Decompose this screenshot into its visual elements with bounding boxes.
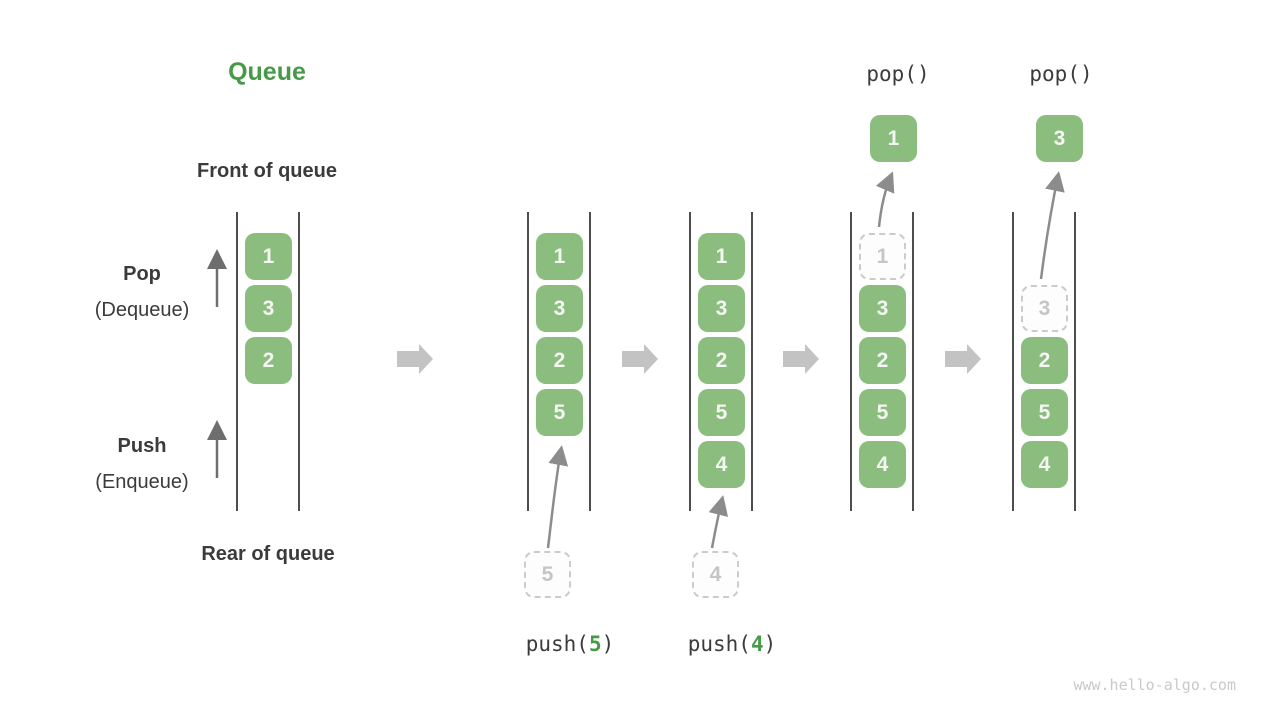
queue-box: 4 bbox=[1021, 441, 1068, 488]
pop-call-label: pop() bbox=[1029, 62, 1093, 86]
push-call-suffix: ) bbox=[763, 632, 777, 656]
flow-arrow-icon bbox=[783, 344, 819, 374]
pop-label: Pop bbox=[123, 263, 161, 285]
queue-box: 1 bbox=[698, 233, 745, 280]
flow-arrow-icon bbox=[397, 344, 433, 374]
queue-box: 2 bbox=[1021, 337, 1068, 384]
pop-dequeue-label: Pop (Dequeue) bbox=[62, 256, 222, 328]
rear-of-queue-label: Rear of queue bbox=[201, 543, 335, 565]
front-of-queue-label: Front of queue bbox=[197, 160, 337, 182]
flow-arrow-icon bbox=[945, 344, 981, 374]
queue-box: 5 bbox=[698, 389, 745, 436]
push-label: Push bbox=[117, 435, 167, 457]
queue-box: 3 bbox=[536, 285, 583, 332]
queue-column-4: 1 3 2 5 4 bbox=[850, 212, 914, 511]
queue-box: 2 bbox=[698, 337, 745, 384]
push-call-prefix: push( bbox=[525, 632, 589, 656]
queue-column-1: 1 3 2 bbox=[236, 212, 300, 511]
queue-box: 5 bbox=[859, 389, 906, 436]
dequeue-label: (Dequeue) bbox=[94, 299, 190, 321]
push-enqueue-label: Push (Enqueue) bbox=[62, 428, 222, 500]
queue-box: 1 bbox=[536, 233, 583, 280]
queue-box-removed: 1 bbox=[859, 233, 906, 280]
push-call-arg: 4 bbox=[750, 632, 764, 656]
push-call-label: push(4) bbox=[652, 632, 812, 656]
queue-box: 2 bbox=[536, 337, 583, 384]
queue-box: 3 bbox=[859, 285, 906, 332]
queue-box: 5 bbox=[1021, 389, 1068, 436]
queue-box: 2 bbox=[245, 337, 292, 384]
queue-box: 2 bbox=[859, 337, 906, 384]
queue-box: 1 bbox=[245, 233, 292, 280]
watermark: www.hello-algo.com bbox=[1073, 676, 1236, 694]
queue-box-removed: 3 bbox=[1021, 285, 1068, 332]
queue-column-3: 1 3 2 5 4 bbox=[689, 212, 753, 511]
push-call-label: push(5) bbox=[490, 632, 650, 656]
pending-box: 5 bbox=[524, 551, 571, 598]
push-call-suffix: ) bbox=[601, 632, 615, 656]
queue-box: 4 bbox=[698, 441, 745, 488]
pop-call-label: pop() bbox=[866, 62, 930, 86]
pending-box: 4 bbox=[692, 551, 739, 598]
enqueue-label: (Enqueue) bbox=[95, 471, 189, 493]
queue-box: 3 bbox=[698, 285, 745, 332]
queue-box: 4 bbox=[859, 441, 906, 488]
queue-column-2: 1 3 2 5 bbox=[527, 212, 591, 511]
push-call-arg: 5 bbox=[588, 632, 602, 656]
queue-box: 3 bbox=[245, 285, 292, 332]
queue-box: 5 bbox=[536, 389, 583, 436]
popped-box: 3 bbox=[1036, 115, 1083, 162]
flow-arrow-icon bbox=[622, 344, 658, 374]
queue-column-5: 3 2 5 4 bbox=[1012, 212, 1076, 511]
popped-box: 1 bbox=[870, 115, 917, 162]
push-call-prefix: push( bbox=[687, 632, 751, 656]
diagram-title: Queue bbox=[228, 58, 306, 86]
